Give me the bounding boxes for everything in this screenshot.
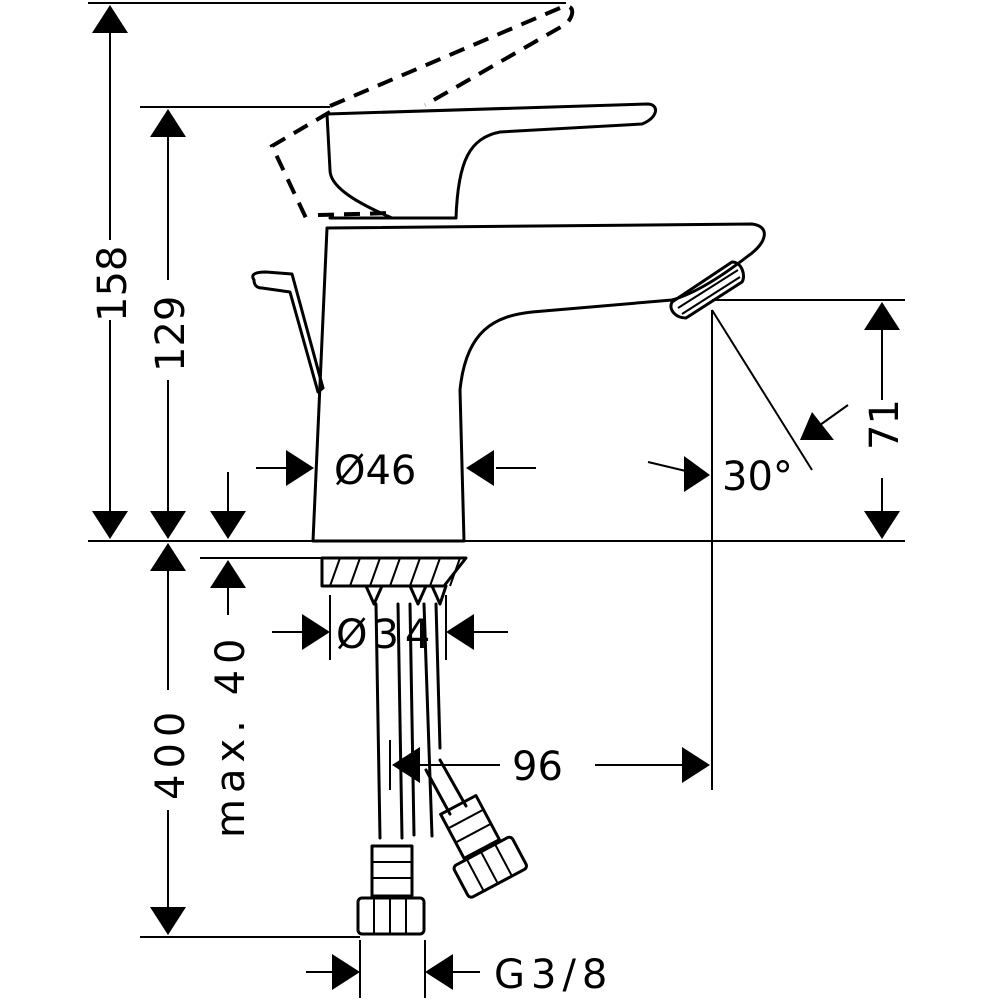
supply-hoses	[356, 602, 528, 936]
label-hose-length: 400	[148, 706, 194, 800]
lever-handle	[325, 102, 657, 220]
drain-rod	[251, 270, 325, 394]
label-outlet-height: 71	[862, 399, 908, 450]
label-hole-diameter: Ø34	[336, 612, 436, 658]
label-body-diameter: Ø46	[334, 448, 416, 494]
reference-lines	[88, 2, 905, 998]
hose-connector-straight	[356, 844, 426, 936]
faucet-body	[311, 222, 766, 543]
dimension-arrows	[92, 5, 900, 990]
hose-connector-angled	[439, 794, 528, 899]
dimension-labels: 158 129 max. 40 400 71 Ø46 30° Ø34 96 G3…	[90, 246, 908, 998]
label-spout-reach: 96	[512, 744, 563, 790]
spray-angle-line	[711, 309, 813, 471]
label-total-height: 158	[90, 246, 136, 322]
label-max-thickness: max. 40	[208, 633, 254, 838]
aerator	[669, 260, 746, 320]
label-connection-thread: G3/8	[494, 952, 613, 998]
lever-open-position	[269, 4, 575, 219]
faucet-outline	[251, 102, 766, 543]
label-spout-height: 129	[148, 296, 194, 372]
mounting-assembly	[320, 556, 468, 606]
label-spray-angle: 30°	[722, 454, 793, 500]
